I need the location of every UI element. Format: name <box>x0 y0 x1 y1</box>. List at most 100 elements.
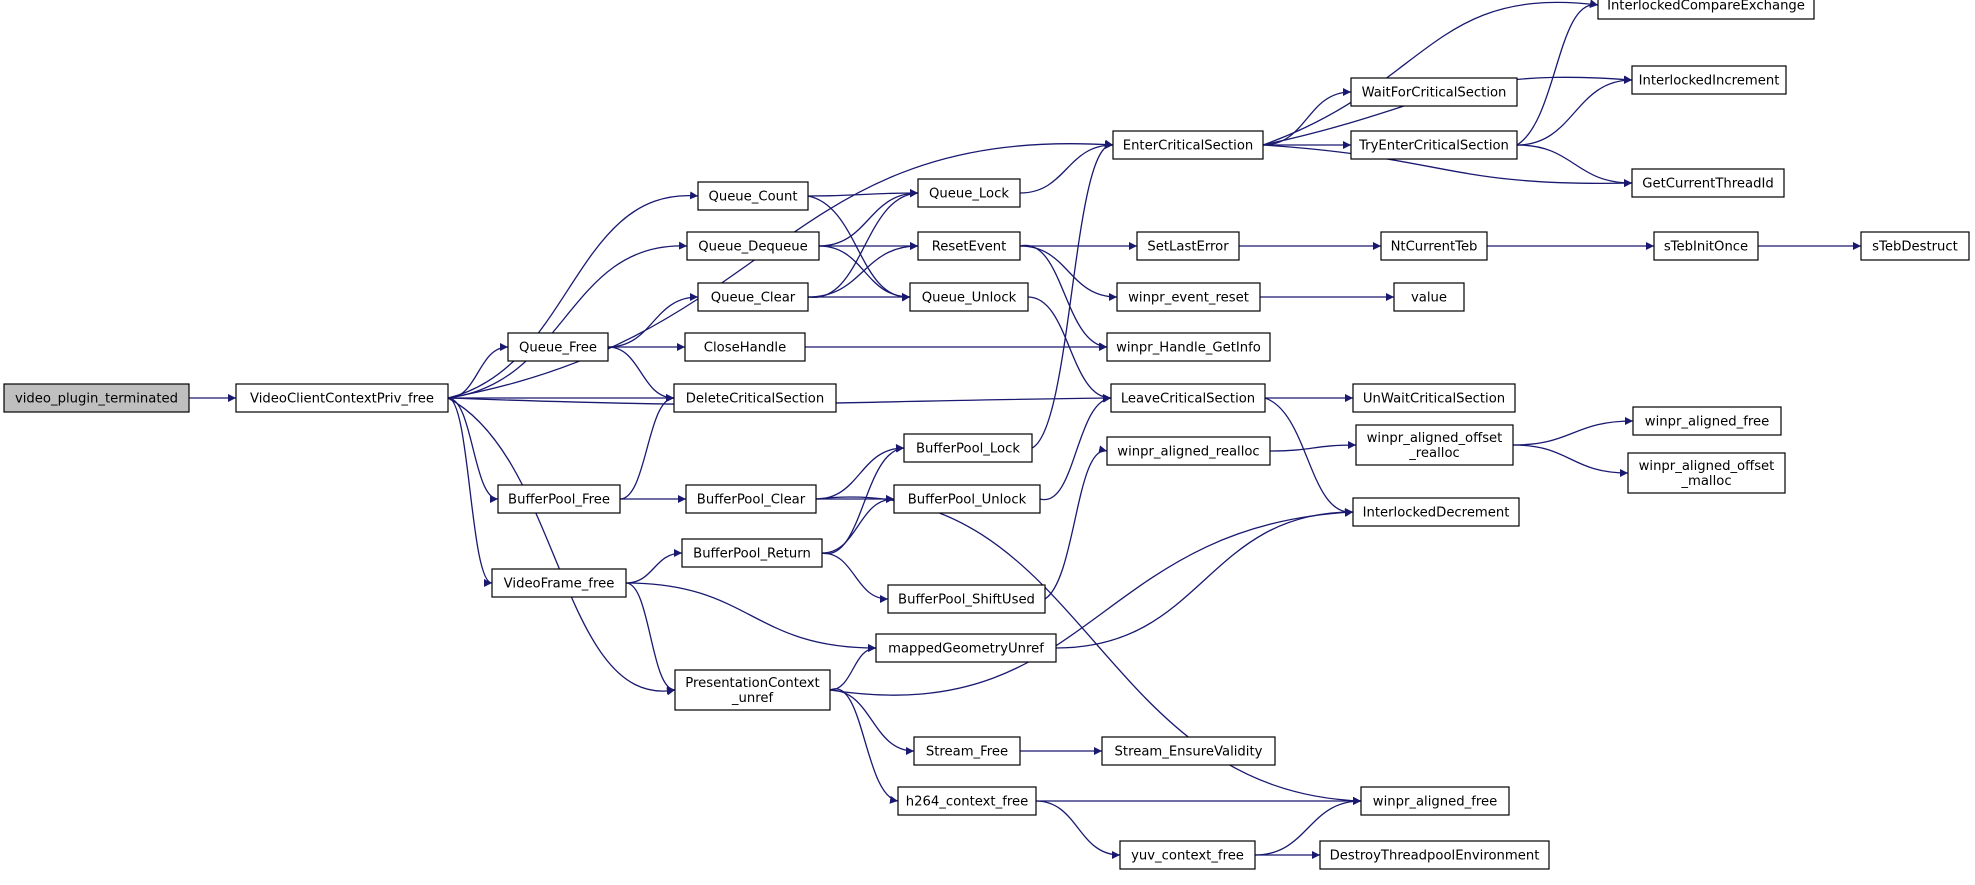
edge-line <box>818 245 911 301</box>
node-resetevent[interactable]: ResetEvent <box>917 231 1021 261</box>
node-stream-ensurevalidity[interactable]: Stream_EnsureValidity <box>1101 736 1276 766</box>
edge-BufferPool_Clear-to-BufferPool_Lock <box>815 444 905 500</box>
node-winpr-aligned-offset-realloc[interactable]: winpr_aligned_offset_realloc <box>1355 424 1514 466</box>
node-video-plugin-terminated[interactable]: video_plugin_terminated <box>3 383 190 413</box>
node-queue-lock[interactable]: Queue_Lock <box>917 178 1021 208</box>
node-bufferpool-shiftused[interactable]: BufferPool_ShiftUsed <box>887 584 1046 614</box>
node-label: sTebDestruct <box>1872 240 1958 255</box>
edge-BufferPool_Lock-to-EnterCriticalSection <box>1031 139 1114 449</box>
node-label: winpr_Handle_GetInfo <box>1116 341 1261 356</box>
node-stebdestruct[interactable]: sTebDestruct <box>1860 231 1970 261</box>
node-closehandle[interactable]: CloseHandle <box>684 332 806 362</box>
node-videoframe-free[interactable]: VideoFrame_free <box>491 568 627 598</box>
node-label: mappedGeometryUnref <box>888 642 1044 657</box>
node-label: winpr_aligned_offset <box>1639 459 1775 474</box>
edge-line <box>625 582 877 652</box>
node-box <box>3 383 190 413</box>
node-box <box>1319 840 1550 870</box>
edge-line <box>1516 76 1633 146</box>
node-winpr-aligned-free-2[interactable]: winpr_aligned_free <box>1632 406 1782 436</box>
node-label: Queue_Clear <box>711 291 796 306</box>
edge-Queue_Free-to-DeleteCriticalSection <box>607 346 675 402</box>
edge-TryEnterCriticalSection-to-InterlockedCompareExchange <box>1516 0 1599 146</box>
node-videoclientcontextpriv-free[interactable]: VideoClientContextPriv_free <box>235 383 449 413</box>
node-queue-clear[interactable]: Queue_Clear <box>697 282 809 312</box>
node-queue-unlock[interactable]: Queue_Unlock <box>909 282 1029 312</box>
node-label: winpr_aligned_offset <box>1367 431 1503 446</box>
node-unwaitcriticalsection[interactable]: UnWaitCriticalSection <box>1352 383 1516 413</box>
node-interlockedcompareexchange[interactable]: InterlockedCompareExchange <box>1597 0 1815 20</box>
edge-line <box>447 241 688 399</box>
edges-layer <box>189 0 1861 859</box>
node-getcurrentthreadid[interactable]: GetCurrentThreadId <box>1631 168 1785 198</box>
node-bufferpool-unlock[interactable]: BufferPool_Unlock <box>893 484 1041 514</box>
node-yuv-context-free[interactable]: yuv_context_free <box>1119 840 1256 870</box>
edge-yuv_context_free-to-winpr_aligned_free <box>1254 797 1362 856</box>
node-label: DeleteCriticalSection <box>686 392 824 407</box>
node-stream-free[interactable]: Stream_Free <box>913 736 1021 766</box>
node-label: SetLastError <box>1147 240 1229 255</box>
edge-line <box>1031 139 1114 449</box>
node-queue-free[interactable]: Queue_Free <box>507 332 609 362</box>
node-winpr-event-reset[interactable]: winpr_event_reset <box>1116 282 1261 312</box>
node-label: NtCurrentTeb <box>1391 240 1478 255</box>
node-interlockedincrement[interactable]: InterlockedIncrement <box>1631 65 1787 95</box>
node-box <box>235 383 449 413</box>
node-box <box>497 484 621 514</box>
node-mappedgeometryunref[interactable]: mappedGeometryUnref <box>875 633 1057 663</box>
node-bufferpool-lock[interactable]: BufferPool_Lock <box>903 433 1033 463</box>
edge-line <box>821 444 905 555</box>
node-label: winpr_aligned_free <box>1645 415 1769 430</box>
edge-line <box>807 242 919 298</box>
node-box <box>674 669 831 711</box>
node-label: _malloc <box>1680 474 1731 489</box>
node-box <box>1119 840 1256 870</box>
node-waitforcriticalsection[interactable]: WaitForCriticalSection <box>1350 77 1518 107</box>
node-label: WaitForCriticalSection <box>1362 86 1507 101</box>
node-winpr-aligned-realloc[interactable]: winpr_aligned_realloc <box>1106 436 1271 466</box>
edge-Queue_Lock-to-EnterCriticalSection <box>1019 141 1114 194</box>
node-h264-context-free[interactable]: h264_context_free <box>897 786 1037 816</box>
node-winpr-aligned-offset-malloc[interactable]: winpr_aligned_offset_malloc <box>1627 452 1786 494</box>
node-bufferpool-clear[interactable]: BufferPool_Clear <box>685 484 817 514</box>
node-deletecriticalsection[interactable]: DeleteCriticalSection <box>673 383 837 413</box>
edge-line <box>1254 797 1362 856</box>
edge-line <box>1019 141 1114 194</box>
node-label: UnWaitCriticalSection <box>1363 392 1505 407</box>
node-bufferpool-return[interactable]: BufferPool_Return <box>681 538 823 568</box>
node-stebinitonce[interactable]: sTebInitOnce <box>1653 231 1759 261</box>
node-presentationcontext-unref[interactable]: PresentationContext_unref <box>674 669 831 711</box>
edge-line <box>607 293 699 348</box>
node-box <box>1380 231 1488 261</box>
node-interlockeddecrement[interactable]: InterlockedDecrement <box>1352 497 1520 527</box>
node-box <box>897 786 1037 816</box>
node-ntcurrentteb[interactable]: NtCurrentTeb <box>1380 231 1488 261</box>
node-bufferpool-free[interactable]: BufferPool_Free <box>497 484 621 514</box>
node-winpr-aligned-free[interactable]: winpr_aligned_free <box>1360 786 1510 816</box>
node-label: sTebInitOnce <box>1664 240 1748 255</box>
node-queue-count[interactable]: Queue_Count <box>697 181 809 211</box>
node-leavecriticalsection[interactable]: LeaveCriticalSection <box>1110 383 1266 413</box>
edge-line <box>619 394 675 500</box>
node-label: Queue_Lock <box>929 187 1009 202</box>
node-label: h264_context_free <box>906 795 1028 810</box>
node-box <box>1350 77 1518 107</box>
node-setlasterror[interactable]: SetLastError <box>1136 231 1240 261</box>
node-box <box>917 178 1021 208</box>
node-box <box>1632 406 1782 436</box>
node-box <box>1112 130 1264 160</box>
node-winpr-handle-getinfo[interactable]: winpr_Handle_GetInfo <box>1106 332 1271 362</box>
node-value[interactable]: value <box>1393 282 1465 312</box>
node-queue-dequeue[interactable]: Queue_Dequeue <box>686 231 820 261</box>
edge-line <box>625 549 683 584</box>
node-entercriticalsection[interactable]: EnterCriticalSection <box>1112 130 1264 160</box>
node-box <box>1627 452 1786 494</box>
edge-line <box>821 552 889 603</box>
edge-line <box>1262 0 1599 146</box>
node-tryentercriticalsection[interactable]: TryEnterCriticalSection <box>1350 130 1518 160</box>
node-destroythreadpoolenvironment[interactable]: DestroyThreadpoolEnvironment <box>1319 840 1550 870</box>
edge-mappedGeometryUnref-to-InterlockedDecrement <box>1055 508 1354 649</box>
edge-line <box>607 346 675 402</box>
node-label: DestroyThreadpoolEnvironment <box>1330 849 1540 864</box>
edge-EnterCriticalSection-to-GetCurrentThreadId <box>1262 144 1633 188</box>
